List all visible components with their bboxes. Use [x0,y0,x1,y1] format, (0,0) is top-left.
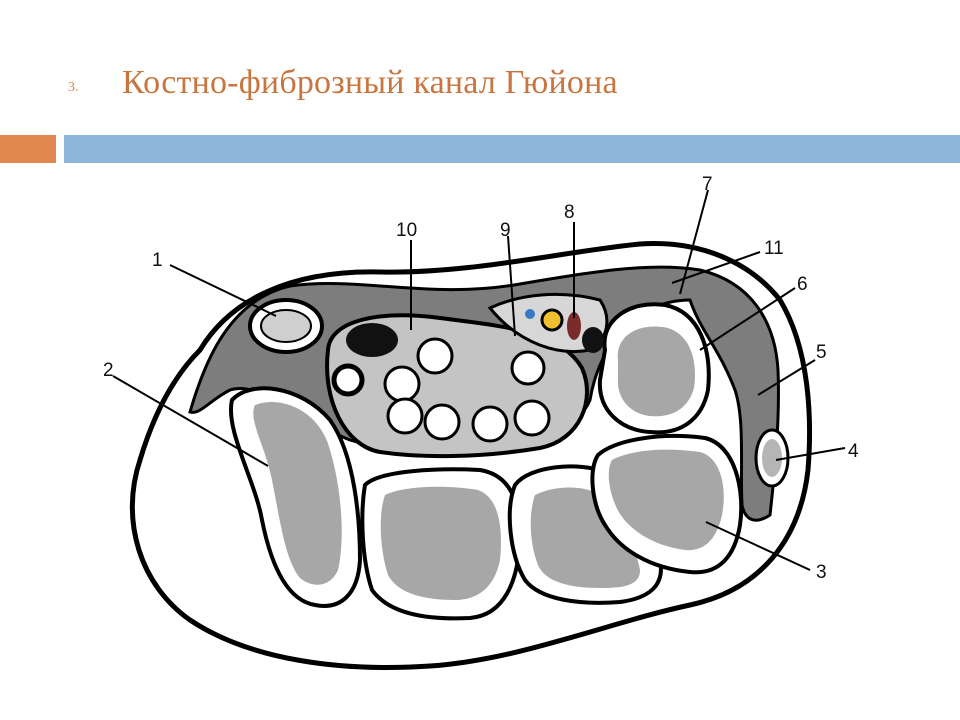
callout-6: 6 [797,274,808,295]
flexor-tendon-7 [513,399,551,437]
flexor-pollicis-tendon [331,363,365,397]
carpal-bone-trapezoid-core [380,486,501,600]
callout-9: 9 [500,220,511,241]
slide-header: 3. Костно-фиброзный канал Гюйона [0,0,960,165]
nerve-branch [582,327,604,353]
flexor-tendon-2 [383,365,421,403]
callout-5: 5 [816,342,827,363]
callout-7: 7 [702,174,713,195]
accent-bar-orange [0,135,56,161]
callout-10: 10 [396,220,417,241]
callout-3: 3 [816,562,827,583]
slide-title: Костно-фиброзный канал Гюйона [122,64,618,101]
flexor-tendon-6 [471,405,509,443]
ulnar-vein [525,309,535,319]
bullet-number: 3. [68,80,79,95]
callout-2: 2 [103,360,114,381]
accent-rule-blue [64,161,960,163]
flexor-tendon-3 [510,350,546,386]
flexor-carpi-ulnaris-core [762,439,782,477]
pisiform-bone-core [617,326,695,417]
callout-8: 8 [564,202,575,223]
accent-bar-blue [64,135,960,161]
callout-1: 1 [152,250,163,271]
callout-4: 4 [848,441,859,462]
flexor-carpi-radialis-tendon [260,309,312,343]
carpal-bone-2-core [253,402,342,585]
flexor-tendon-5 [423,403,461,441]
ulnar-artery [540,308,564,332]
accent-rule-orange [0,161,56,163]
ulnar-nerve [567,312,581,340]
wrist-cross-section-diagram: 1 2 3 4 5 6 7 8 9 10 11 [103,174,859,670]
callout-11: 11 [764,238,784,259]
flexor-tendon-1 [416,337,454,375]
median-nerve [346,323,398,357]
flexor-tendon-4 [386,397,424,435]
carpal-bone-hamate-core [608,449,724,551]
